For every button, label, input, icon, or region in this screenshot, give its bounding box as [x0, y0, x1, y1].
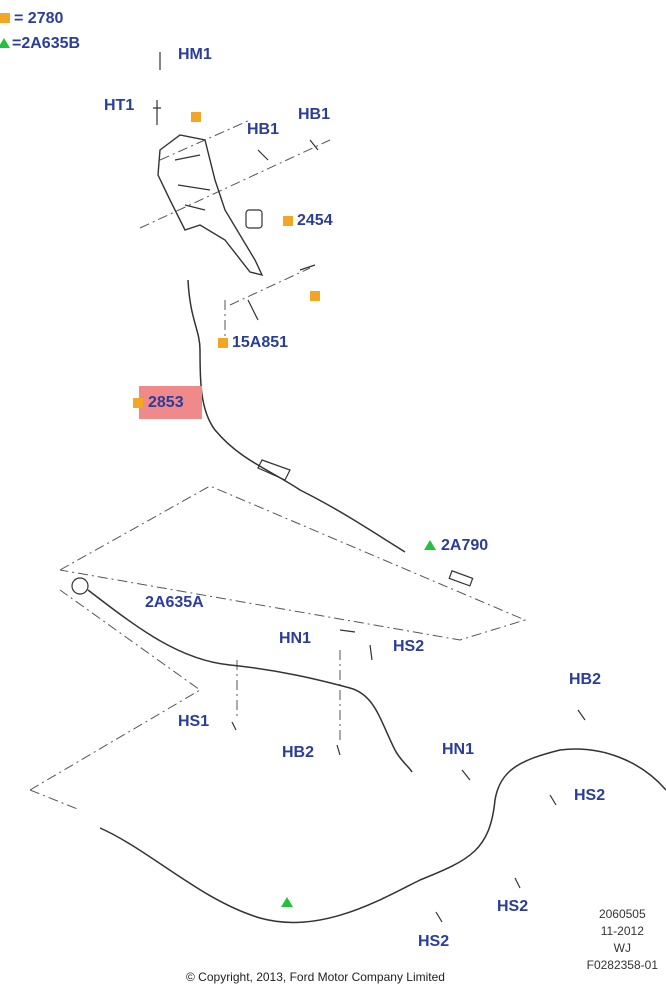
orange-square-icon: [0, 13, 10, 23]
green-triangle-icon: [424, 540, 436, 550]
figure-number: F0282358-01: [586, 958, 658, 972]
part-label-hs2[interactable]: HS2: [497, 898, 529, 915]
orange-square-icon: [133, 398, 143, 408]
part-label-hb1[interactable]: HB1: [298, 106, 331, 123]
part-label-2454[interactable]: 2454: [297, 212, 333, 229]
part-label-hm1[interactable]: HM1: [178, 46, 212, 63]
part-label-2853[interactable]: 2853: [148, 394, 184, 411]
part-label-hs2[interactable]: HS2: [393, 638, 425, 655]
part-label-hs2[interactable]: HS2: [418, 933, 450, 950]
part-label-hn1[interactable]: HN1: [279, 630, 312, 647]
part-label-15a851[interactable]: 15A851: [232, 334, 289, 351]
part-label-hn1[interactable]: HN1: [442, 741, 475, 758]
part-label-2a790[interactable]: 2A790: [441, 537, 489, 554]
orange-square-icon: [310, 291, 320, 301]
part-label-hs1[interactable]: HS1: [178, 713, 210, 730]
part-label-hb1[interactable]: HB1: [247, 121, 280, 138]
part-label-hb2[interactable]: HB2: [569, 671, 602, 688]
figure-initials: WJ: [613, 941, 631, 955]
green-triangle-icon: [281, 897, 293, 907]
highlight-box: [139, 386, 202, 419]
part-label-hs2[interactable]: HS2: [574, 787, 606, 804]
figure-meta: 2060505 11-2012 WJ F0282358-01: [587, 906, 658, 974]
orange-square-icon: [283, 216, 293, 226]
green-triangle-icon: [0, 38, 10, 48]
orange-square-icon: [191, 112, 201, 122]
figure-date: 11-2012: [600, 924, 644, 938]
part-label-hb2[interactable]: HB2: [282, 744, 315, 761]
part-label-2a635a[interactable]: 2A635A: [145, 594, 204, 611]
legend-triangle-text: =2A635B: [12, 35, 81, 52]
legend-square-text: = 2780: [14, 10, 64, 27]
part-label-ht1[interactable]: HT1: [104, 97, 135, 114]
orange-square-icon: [218, 338, 228, 348]
copyright: © Copyright, 2013, Ford Motor Company Li…: [186, 970, 445, 984]
figure-code: 2060505: [598, 907, 646, 921]
